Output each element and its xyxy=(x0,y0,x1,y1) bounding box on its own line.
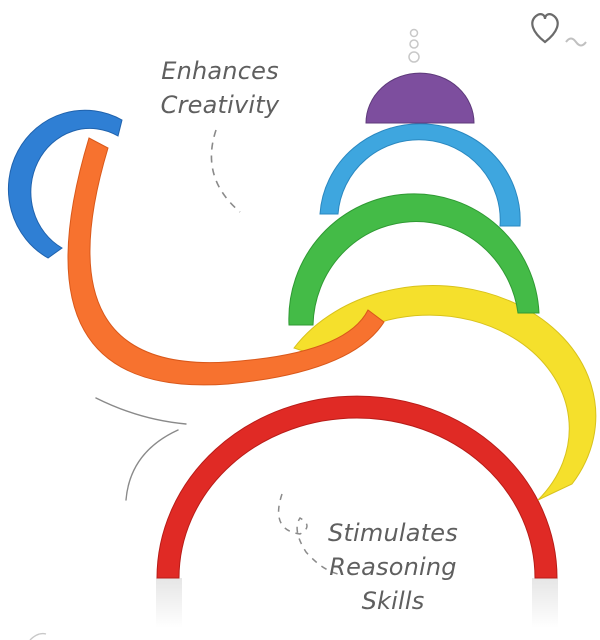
bubbles-icon xyxy=(408,28,420,63)
caption-stimulates-reasoning: Stimulates Reasoning Skills xyxy=(318,516,468,618)
caption-line: Enhances xyxy=(161,57,279,85)
orange-arch xyxy=(67,137,385,386)
sketch-lines-left xyxy=(95,397,187,501)
floor-reflection-right xyxy=(532,578,558,628)
dashed-arrow-creativity xyxy=(210,129,241,213)
caption-line: Skills xyxy=(361,587,425,615)
caption-line: Creativity xyxy=(160,91,280,119)
caption-line: Reasoning xyxy=(329,553,457,581)
blue-small-arch xyxy=(7,109,123,259)
red-arch xyxy=(156,395,558,579)
purple-dome xyxy=(365,72,475,124)
heart-icon[interactable] xyxy=(531,13,587,47)
dashed-swirl-reasoning xyxy=(277,493,339,575)
caption-enhances-creativity: Enhances Creativity xyxy=(150,54,290,122)
light-blue-arch xyxy=(319,123,521,227)
sketch-curve-bottom-left xyxy=(29,632,47,640)
green-arch xyxy=(288,193,540,326)
floor-reflection-left xyxy=(156,578,182,628)
yellow-arch xyxy=(293,284,597,501)
caption-line: Stimulates xyxy=(328,519,458,547)
